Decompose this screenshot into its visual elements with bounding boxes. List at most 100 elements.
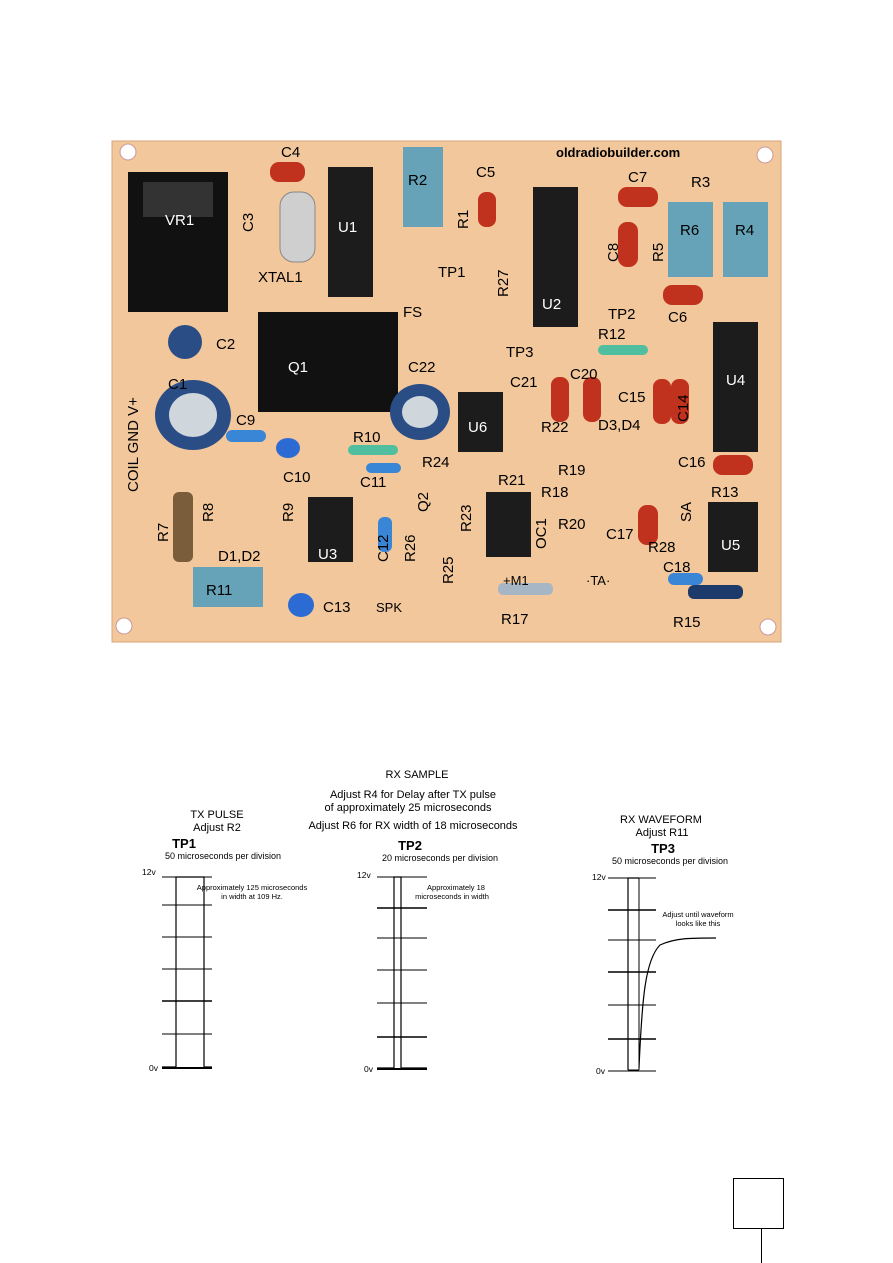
svg-text:C4: C4 xyxy=(281,144,300,161)
svg-text:Q1: Q1 xyxy=(288,359,308,376)
ic-u3 xyxy=(308,497,353,562)
ic-oc1 xyxy=(486,492,531,557)
ic-u5 xyxy=(708,502,758,572)
svg-text:C3: C3 xyxy=(240,213,257,232)
svg-text:R24: R24 xyxy=(422,454,450,471)
svg-text:R18: R18 xyxy=(541,484,569,501)
svg-text:C9: C9 xyxy=(236,412,255,429)
tp1-adjust: Adjust R2 xyxy=(193,822,241,834)
tp2-ymin: 0v xyxy=(364,1064,373,1074)
svg-text:+M1: +M1 xyxy=(503,573,529,588)
svg-text:C5: C5 xyxy=(476,164,495,181)
tp3-waveform xyxy=(638,937,717,1069)
rx-sample-line1: Adjust R4 for Delay after TX pulse xyxy=(329,789,497,801)
tp3-ymin: 0v xyxy=(596,1066,605,1076)
svg-text:R23: R23 xyxy=(458,504,475,532)
svg-text:R3: R3 xyxy=(691,174,710,191)
crystal-xtal1 xyxy=(279,191,316,263)
tp3-title: RX WAVEFORM xyxy=(620,814,702,826)
svg-text:R9: R9 xyxy=(280,503,297,522)
tp3-adjust: Adjust R11 xyxy=(635,827,689,839)
tp1-ymin: 0v xyxy=(149,1063,158,1073)
trimmer-r11 xyxy=(193,567,263,607)
svg-text:SA: SA xyxy=(678,502,695,522)
svg-text:XTAL1: XTAL1 xyxy=(258,269,303,286)
svg-text:C6: C6 xyxy=(668,309,687,326)
svg-text:FS: FS xyxy=(403,304,422,321)
svg-text:R11: R11 xyxy=(206,582,232,599)
pcb-photo: oldradiobuilder.com C4 C5 C7 R3 VR1 R2 U… xyxy=(108,137,785,646)
tp2-label: TP2 xyxy=(398,838,422,853)
svg-text:R8: R8 xyxy=(200,503,217,522)
tp1-note2: in width at 109 Hz. xyxy=(221,892,283,901)
ic-u2 xyxy=(533,187,578,327)
svg-text:R17: R17 xyxy=(501,611,529,628)
svg-text:U4: U4 xyxy=(726,372,745,389)
tp1-label: TP1 xyxy=(172,836,196,851)
tp1-waveform xyxy=(162,876,212,1068)
tp3-label: TP3 xyxy=(651,841,675,856)
tp3-ymax: 12v xyxy=(592,872,606,882)
svg-text:SPK: SPK xyxy=(376,600,402,615)
tp1-scale: 50 microseconds per division xyxy=(164,851,282,861)
tp3-note2: looks like this xyxy=(675,919,721,928)
svg-text:R1: R1 xyxy=(455,210,472,229)
rx-sample-line3: Adjust R6 for RX width of 18 microsecond… xyxy=(308,820,518,832)
svg-text:R2: R2 xyxy=(408,172,427,189)
svg-text:R28: R28 xyxy=(648,539,676,556)
svg-text:oldradiobuilder.com: oldradiobuilder.com xyxy=(556,145,680,160)
svg-text:U3: U3 xyxy=(318,546,337,563)
svg-text:D1,D2: D1,D2 xyxy=(218,548,261,565)
svg-text:C1: C1 xyxy=(168,376,187,393)
svg-text:D3,D4: D3,D4 xyxy=(598,417,641,434)
svg-text:VR1: VR1 xyxy=(165,212,194,229)
tp2-grid xyxy=(377,876,427,1070)
svg-text:C15: C15 xyxy=(618,389,646,406)
svg-text:·TA·: ·TA· xyxy=(586,573,610,588)
trimmer-r2 xyxy=(403,147,443,227)
svg-text:U5: U5 xyxy=(721,537,740,554)
svg-text:C7: C7 xyxy=(628,169,647,186)
tp1-note1: Approximately 125 microseconds xyxy=(196,883,308,892)
svg-text:R26: R26 xyxy=(402,534,419,562)
page-number-line xyxy=(761,1229,762,1263)
svg-text:R20: R20 xyxy=(558,516,586,533)
svg-text:R6: R6 xyxy=(680,222,699,239)
svg-text:C22: C22 xyxy=(408,359,436,376)
svg-text:OC1: OC1 xyxy=(533,518,550,549)
svg-text:C18: C18 xyxy=(663,559,691,576)
rx-sample-title: RX SAMPLE xyxy=(385,769,449,781)
svg-text:R7: R7 xyxy=(155,523,172,542)
tp2-note2: microseconds in width xyxy=(415,892,489,901)
trimmer-r6 xyxy=(668,202,713,277)
svg-text:C11: C11 xyxy=(360,474,386,491)
ic-u4 xyxy=(713,322,758,452)
svg-text:Q2: Q2 xyxy=(415,492,432,512)
svg-text:TP1: TP1 xyxy=(438,264,466,281)
svg-text:U1: U1 xyxy=(338,219,357,236)
tp1-grid xyxy=(162,876,212,1069)
svg-text:U2: U2 xyxy=(542,296,561,313)
tp2-note1: Approximately 18 xyxy=(427,883,485,892)
svg-text:R21: R21 xyxy=(498,472,526,489)
svg-text:R27: R27 xyxy=(495,269,512,297)
svg-text:U6: U6 xyxy=(468,419,487,436)
cap-c2 xyxy=(168,325,202,359)
page-number-box xyxy=(733,1178,784,1229)
svg-text:C10: C10 xyxy=(283,469,311,486)
svg-text:C17: C17 xyxy=(606,526,634,543)
tp2-waveform xyxy=(377,876,427,1069)
tp1-title: TX PULSE xyxy=(190,809,244,821)
svg-text:R10: R10 xyxy=(353,429,381,446)
svg-text:R22: R22 xyxy=(541,419,569,436)
svg-text:COIL GND V+: COIL GND V+ xyxy=(125,397,142,492)
tp2-scale: 20 microseconds per division xyxy=(381,853,499,863)
svg-text:C13: C13 xyxy=(323,599,351,616)
svg-text:R25: R25 xyxy=(440,556,457,584)
svg-text:TP2: TP2 xyxy=(608,306,636,323)
rx-sample-line2: of approximately 25 microseconds xyxy=(324,802,492,814)
tp3-scale: 50 microseconds per division xyxy=(611,856,729,866)
svg-text:R15: R15 xyxy=(673,614,701,631)
tp3-note1: Adjust until waveform xyxy=(662,910,734,919)
